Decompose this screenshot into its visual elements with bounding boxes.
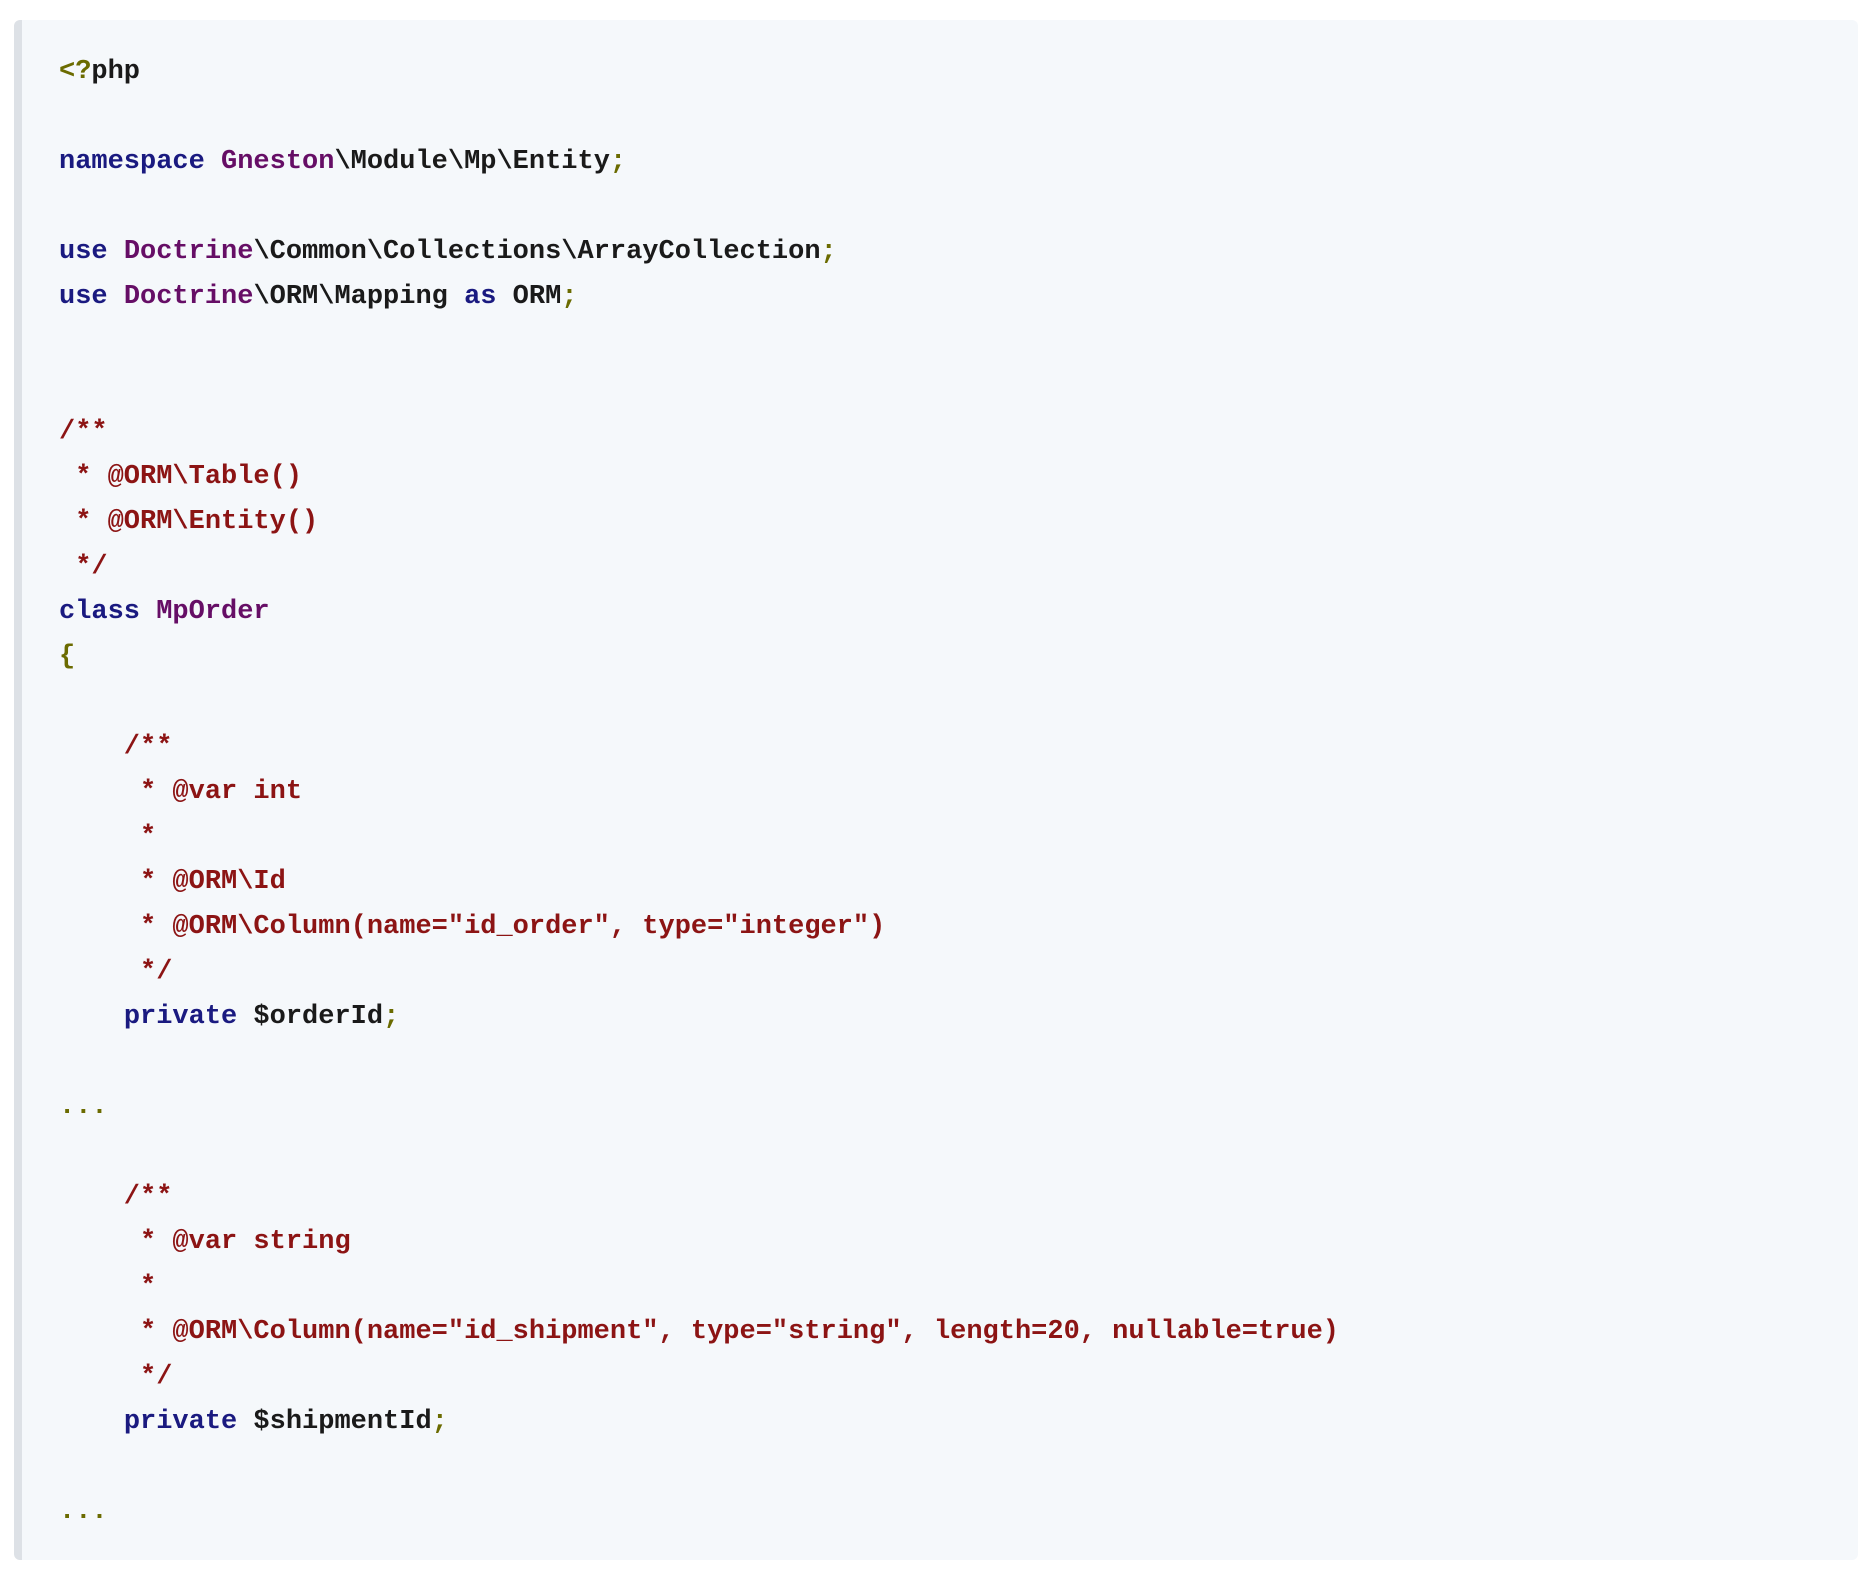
code-line: class MpOrder — [59, 590, 1339, 635]
code-token: * @ORM\Id — [59, 867, 286, 897]
code-line: * — [59, 815, 1339, 860]
code-line — [59, 1130, 1339, 1175]
code-token: use — [59, 237, 108, 267]
code-line: use Doctrine\ORM\Mapping as ORM; — [59, 275, 1339, 320]
code-line: /** — [59, 1175, 1339, 1220]
code-block: <?php namespace Gneston\Module\Mp\Entity… — [14, 20, 1858, 1560]
code-line: /** — [59, 725, 1339, 770]
code-token: ; — [383, 1002, 400, 1032]
code-line — [59, 1445, 1339, 1490]
code-lines: <?php namespace Gneston\Module\Mp\Entity… — [59, 50, 1339, 1535]
code-token: ORM — [496, 282, 562, 312]
code-token: ; — [561, 282, 578, 312]
code-line: * @ORM\Table() — [59, 455, 1339, 500]
code-line: * @var int — [59, 770, 1339, 815]
code-line: ... — [59, 1085, 1339, 1130]
code-line: private $shipmentId; — [59, 1400, 1339, 1445]
code-line — [59, 185, 1339, 230]
code-token — [205, 147, 221, 177]
code-token: * — [59, 822, 157, 852]
code-token — [108, 282, 124, 312]
code-token: * — [59, 1272, 157, 1302]
code-line — [59, 1040, 1339, 1085]
code-line: namespace Gneston\Module\Mp\Entity; — [59, 140, 1339, 185]
code-token: MpOrder — [156, 597, 270, 627]
code-token: /** — [59, 732, 173, 762]
code-token: ; — [609, 147, 627, 177]
code-line — [59, 365, 1339, 410]
code-token: Gneston — [221, 147, 335, 177]
code-line — [59, 320, 1339, 365]
code-line: */ — [59, 950, 1339, 995]
code-line: ... — [59, 1490, 1339, 1535]
code-token — [108, 237, 124, 267]
code-token: private — [123, 1002, 238, 1032]
code-line: */ — [59, 1355, 1339, 1400]
code-line: * @ORM\Column(name="id_order", type="int… — [59, 905, 1339, 950]
code-token: /** — [59, 417, 108, 447]
code-line: */ — [59, 545, 1339, 590]
code-token: ... — [59, 1092, 108, 1122]
code-token: class — [59, 597, 141, 627]
code-line: * @ORM\Column(name="id_shipment", type="… — [59, 1310, 1339, 1355]
code-token: Doctrine — [123, 282, 254, 312]
code-token — [140, 597, 156, 627]
code-token: /** — [59, 1182, 173, 1212]
code-token — [59, 1407, 124, 1437]
code-token — [59, 1002, 124, 1032]
code-line: use Doctrine\Common\Collections\ArrayCol… — [59, 230, 1339, 275]
code-token: ; — [431, 1407, 448, 1437]
code-token: { — [59, 642, 76, 672]
code-token: * @ORM\Table() — [59, 462, 303, 492]
code-token: */ — [59, 1362, 173, 1392]
code-token: \Module\Mp\Entity — [334, 147, 610, 177]
code-line — [59, 95, 1339, 140]
code-token: php — [91, 57, 141, 87]
code-token: Doctrine — [123, 237, 254, 267]
code-line: * @ORM\Id — [59, 860, 1339, 905]
code-token: private — [123, 1407, 238, 1437]
code-token: \Common\Collections\ArrayCollection — [253, 237, 821, 267]
code-line: <?php — [59, 50, 1339, 95]
code-line — [59, 680, 1339, 725]
code-token: $orderId — [237, 1002, 384, 1032]
code-token: */ — [59, 957, 173, 987]
code-line: * — [59, 1265, 1339, 1310]
code-token: * @ORM\Entity() — [59, 507, 319, 537]
code-token: <? — [59, 57, 92, 87]
code-line: * @ORM\Entity() — [59, 500, 1339, 545]
code-token: namespace — [59, 147, 205, 177]
code-line: /** — [59, 410, 1339, 455]
code-token: $shipmentId — [237, 1407, 432, 1437]
code-token: */ — [59, 552, 108, 582]
code-token: * @ORM\Column(name="id_order", type="int… — [59, 912, 886, 942]
code-line: { — [59, 635, 1339, 680]
code-token: * @ORM\Column(name="id_shipment", type="… — [59, 1317, 1340, 1347]
code-line: * @var string — [59, 1220, 1339, 1265]
code-token: use — [59, 282, 108, 312]
code-line: private $orderId; — [59, 995, 1339, 1040]
code-token: as — [464, 282, 497, 312]
code-token: ... — [59, 1497, 108, 1527]
code-token: \ORM\Mapping — [253, 282, 465, 312]
code-token: ; — [820, 237, 837, 267]
code-token: * @var int — [59, 777, 303, 807]
code-token: * @var string — [59, 1227, 351, 1257]
